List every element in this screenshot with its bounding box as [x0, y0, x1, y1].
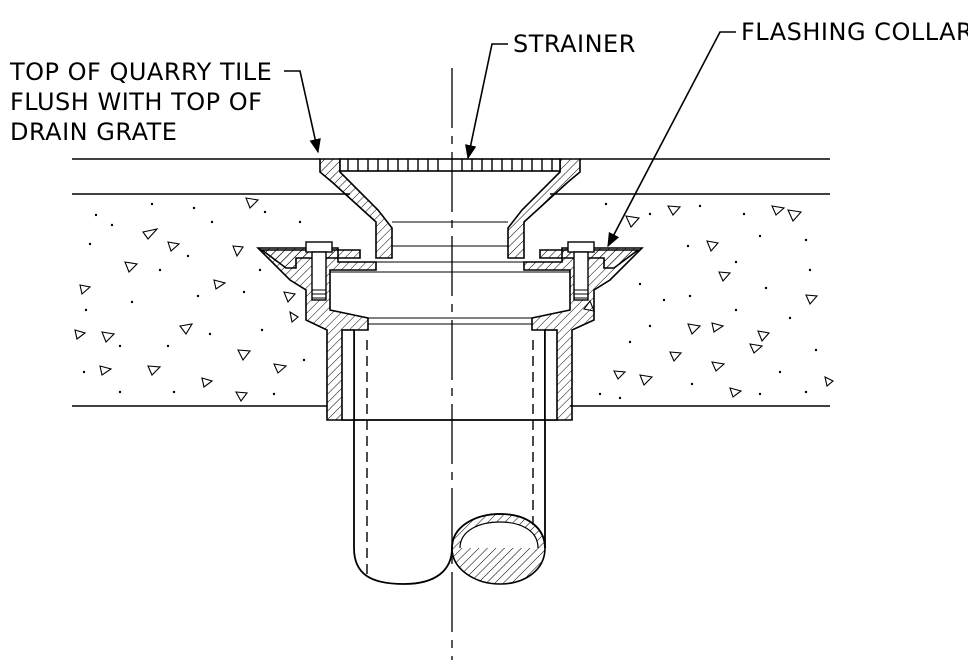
- pipe-hidden-lines: [366, 340, 534, 575]
- concrete-aggregate: [74, 197, 834, 403]
- leader-quarry-tile: [284, 70, 321, 154]
- drain-inner-lines: [330, 221, 570, 325]
- strainer-slots: [347, 159, 553, 171]
- leaders: [284, 31, 736, 248]
- bolt-threads: [312, 289, 588, 299]
- leader-strainer: [465, 43, 508, 160]
- label-quarry-tile-line-3: DRAIN GRATE: [10, 118, 177, 146]
- label-flashing-collar: FLASHING COLLAR: [741, 18, 968, 46]
- flashing-collar-left: [259, 249, 361, 269]
- drain-hub-right-inner: [544, 329, 558, 421]
- label-strainer: STRAINER: [513, 30, 636, 58]
- bolt-shank-right: [573, 251, 589, 301]
- label-quarry-tile-line-1: TOP OF QUARRY TILE: [9, 58, 272, 86]
- label-quarry-tile-line-2: FLUSH WITH TOP OF: [10, 88, 262, 116]
- flashing-collar-right: [539, 249, 641, 269]
- drain-hub-left-inner: [341, 329, 355, 421]
- flashing-collar: [259, 249, 641, 269]
- bolt-head-left: [305, 241, 333, 253]
- bolt-head-right: [567, 241, 595, 253]
- drain-body: [256, 247, 644, 421]
- leader-flashing-collar: [607, 31, 736, 248]
- clamp-bolts: [305, 241, 595, 301]
- concrete-dots: [82, 202, 818, 400]
- bolt-shank-left: [311, 251, 327, 301]
- strainer-grate: [339, 158, 561, 172]
- slab-lines: [72, 158, 830, 407]
- strainer-body: [319, 158, 581, 259]
- pipe-cut-inner: [459, 521, 539, 549]
